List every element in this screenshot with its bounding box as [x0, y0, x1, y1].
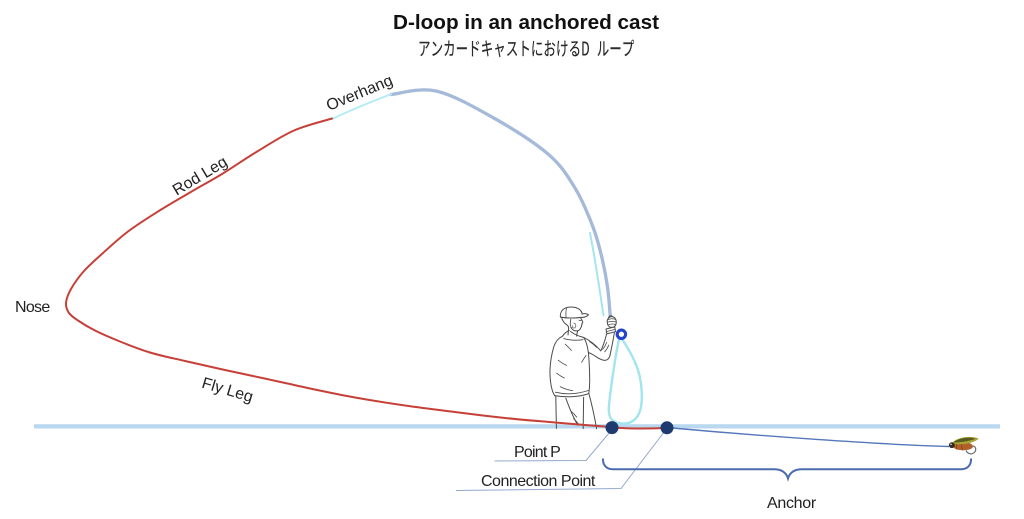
svg-text:Nose: Nose [15, 299, 50, 316]
svg-text:D-loop in an anchored cast: D-loop in an anchored cast [393, 11, 659, 34]
svg-text:Point P: Point P [514, 444, 560, 461]
svg-text:Anchor: Anchor [767, 495, 817, 512]
svg-text:Connection Point: Connection Point [481, 473, 596, 490]
